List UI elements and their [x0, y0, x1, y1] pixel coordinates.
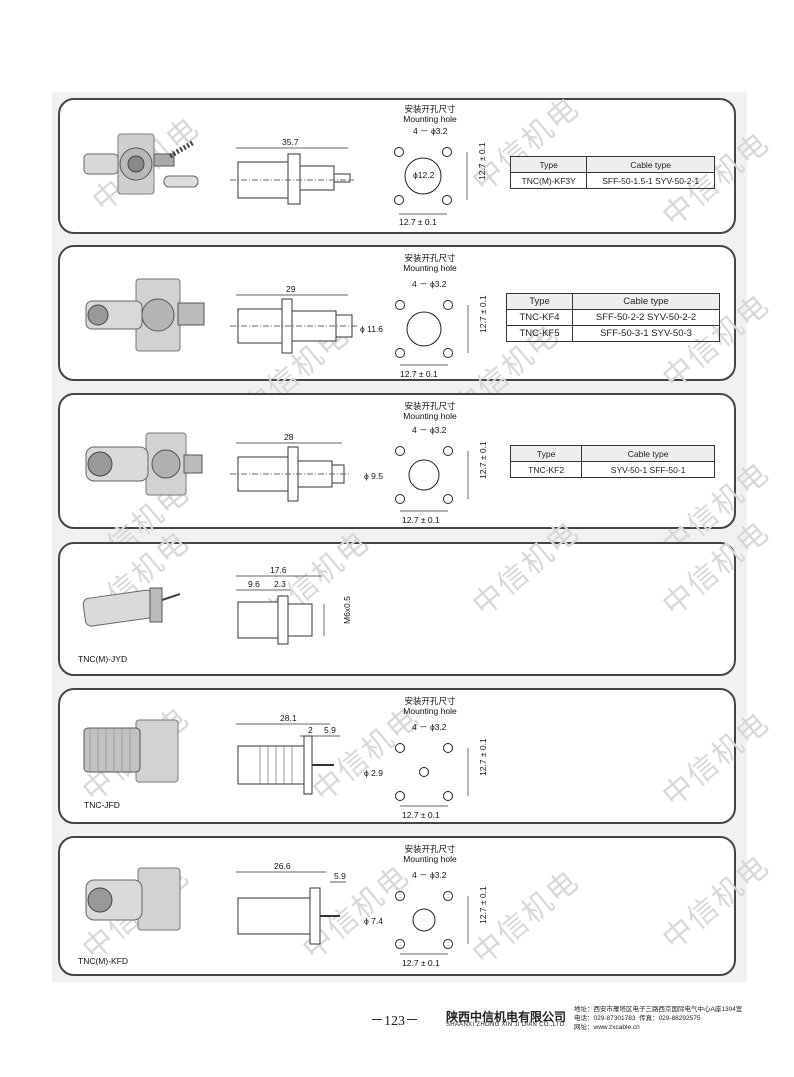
- connector-photo: [82, 587, 181, 627]
- phone-fax: 电话：029-87301783 传真：029-88292575: [574, 1015, 701, 1022]
- length-dimension: 28.1: [280, 713, 297, 723]
- product-panel-kfd: 中信机电 中信机电 中信机电 中信机电 TNC(M)-KFD 26.6 5.9 …: [58, 836, 777, 976]
- company-name-cn: 陕西中信机电有限公司: [446, 1010, 567, 1024]
- side-view-drawing: 17.6 9.6 2.3 M6x0.5: [236, 565, 352, 645]
- dimension-b: 2.3: [274, 579, 286, 589]
- center-hole-dimension: ϕ12.2: [413, 170, 435, 180]
- center-hole-dimension: ϕ 2.9: [364, 768, 383, 778]
- center-hole-dimension: ϕ 9.5: [364, 471, 383, 481]
- center-hole-dimension: ϕ 11.6: [360, 324, 383, 334]
- holes-dimension: 4 － ϕ3.2: [412, 279, 447, 289]
- product-label: TNC-JFD: [84, 800, 120, 810]
- holes-dimension: 4 － ϕ3.2: [413, 126, 448, 136]
- type-header: Type: [505, 293, 574, 310]
- mounting-hole-drawing: 4 － ϕ3.2 ϕ 2.9 12.7 ± 0.1 12.7 ± 0.1: [364, 722, 488, 820]
- center-hole-dimension: ϕ 7.4: [364, 916, 383, 926]
- vertical-spacing: 12.7 ± 0.1: [477, 142, 487, 180]
- type-header: Type: [509, 445, 583, 462]
- side-view-drawing: 28.1 2 5.9: [236, 713, 340, 795]
- vertical-spacing: 12.7 ± 0.1: [478, 441, 488, 479]
- side-view-drawing: 26.6 5.9: [236, 861, 346, 945]
- page-background: [52, 92, 747, 982]
- connector-photo: [85, 278, 205, 352]
- dimension-b: 5.9: [324, 725, 336, 735]
- mounting-hole-drawing: 4 － ϕ3.2 ϕ 7.4 12.7 ± 0.1 12.7 ± 0.1: [364, 870, 488, 968]
- product-panel-jyd: 中信机电 中信机电 中信机电 中信机电 TNC(M)-JYD 17.6 9.6 …: [58, 514, 777, 676]
- dimension-b: 5.9: [334, 871, 346, 881]
- connector-photo: [83, 133, 199, 195]
- page-number: －123－: [370, 1014, 419, 1029]
- length-dimension: 35.7: [282, 137, 299, 147]
- dimension-a: 9.6: [248, 579, 260, 589]
- connector-photo: [85, 432, 203, 496]
- side-view-drawing: 28: [230, 432, 350, 502]
- mounting-hole-drawing: 4 － ϕ3.2 ϕ 11.6 12.7 ± 0.1 12.7 ± 0.1: [360, 279, 488, 379]
- watermark: 中信机电: [655, 705, 777, 815]
- side-view-drawing: 35.7: [230, 137, 354, 205]
- length-dimension: 26.6: [274, 861, 291, 871]
- contact-info: 地址：西安市雁塔区电子三路西京国际电气中心A座1304室 电话：029-8730…: [574, 1005, 774, 1032]
- mounting-hole-drawing: 4 － ϕ3.2 ϕ12.2 12.7 ± 0.1 12.7 ± 0.1: [394, 126, 487, 227]
- holes-dimension: 4 － ϕ3.2: [412, 425, 447, 435]
- side-view-drawing: 29: [230, 284, 358, 354]
- watermark: 中信机电: [655, 848, 777, 958]
- length-dimension: 17.6: [270, 565, 287, 575]
- website: 网址：www.zxcable.cn: [574, 1024, 640, 1031]
- length-dimension: 29: [286, 284, 296, 294]
- company-name-en: SHAANXI ZHONG XIN JI DIAN CO.,LTD: [446, 1022, 565, 1028]
- horizontal-spacing: 12.7 ± 0.1: [402, 958, 440, 968]
- vertical-spacing: 12.7 ± 0.1: [478, 738, 488, 776]
- length-dimension: 28: [284, 432, 294, 442]
- horizontal-spacing: 12.7 ± 0.1: [399, 217, 437, 227]
- vertical-spacing: 12.7 ± 0.1: [478, 295, 488, 333]
- product-label: TNC(M)-JYD: [78, 654, 128, 664]
- mounting-hole-drawing: 4 － ϕ3.2 ϕ 9.5 12.7 ± 0.1 12.7 ± 0.1: [364, 425, 488, 525]
- horizontal-spacing: 12.7 ± 0.1: [402, 810, 440, 820]
- thread-dimension: M6x0.5: [342, 596, 352, 624]
- connector-photo: [83, 719, 179, 783]
- type-header: Type: [509, 156, 588, 173]
- dimension-a: 2: [308, 725, 313, 735]
- product-panel-jfd: 中信机电 中信机电 中信机电 TNC-JFD 28.1 2 5.9 安装开孔尺寸…: [58, 688, 777, 824]
- cable-type-header: Cable type: [581, 445, 715, 462]
- cable-type-header: Cable type: [572, 293, 720, 310]
- connector-photo: [85, 867, 181, 931]
- address: 地址：西安市雁塔区电子三路西京国际电气中心A座1304室: [574, 1006, 743, 1013]
- horizontal-spacing: 12.7 ± 0.1: [402, 515, 440, 525]
- cable-type-header: Cable type: [586, 156, 715, 173]
- product-label: TNC(M)-KFD: [78, 956, 129, 966]
- holes-dimension: 4 － ϕ3.2: [412, 870, 447, 880]
- vertical-spacing: 12.7 ± 0.1: [478, 886, 488, 924]
- horizontal-spacing: 12.7 ± 0.1: [400, 369, 438, 379]
- holes-dimension: 4 － ϕ3.2: [412, 722, 447, 732]
